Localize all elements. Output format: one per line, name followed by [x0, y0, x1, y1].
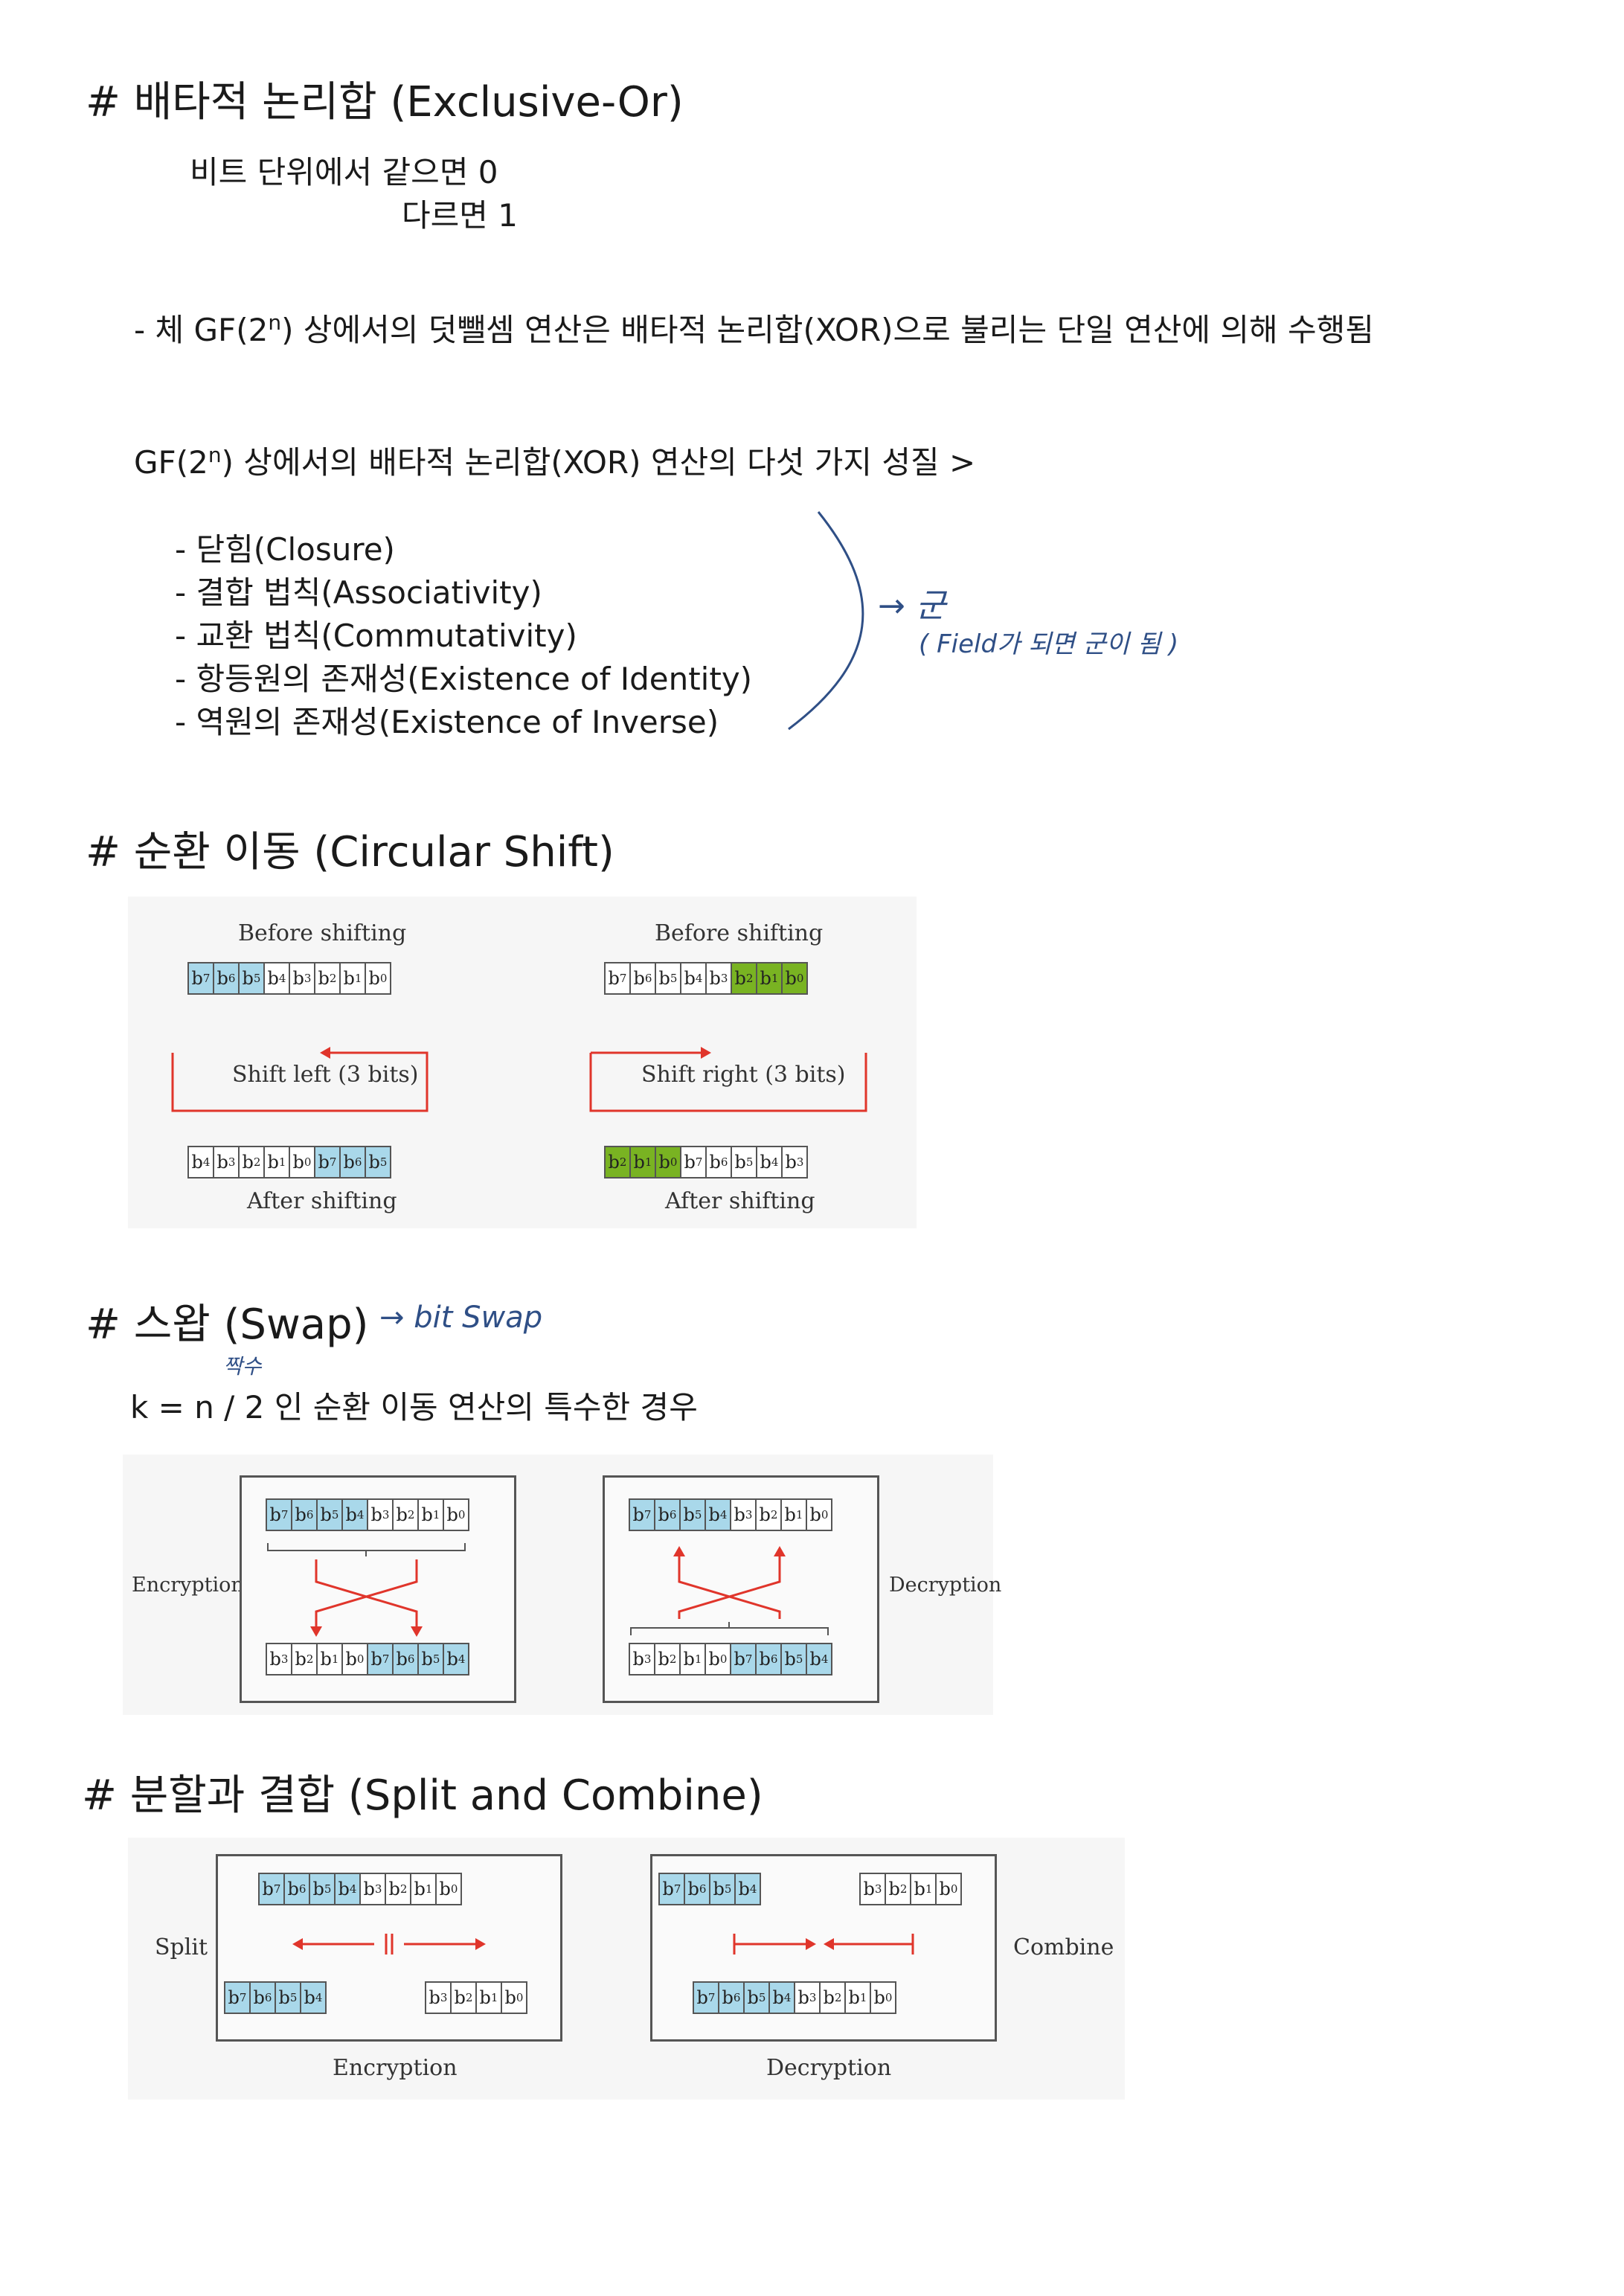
handnote-even: 짝수 [223, 1354, 262, 1379]
property-item: - 역원의 존재성(Existence of Inverse) [175, 704, 719, 740]
xor-properties-title: GF(2n) 상에서의 배타적 논리합(XOR) 연산의 다섯 가지 성질 > [134, 443, 976, 481]
before-shifting-right: Before shifting [655, 920, 824, 946]
swap-cross-arrows [630, 1546, 829, 1635]
combine-label: Combine [1013, 1934, 1114, 1960]
split-arrows [292, 1934, 486, 1955]
brace-annotation [788, 511, 864, 731]
property-item: - 결합 법칙(Associativity) [175, 574, 542, 611]
handnote-bit-swap: → bit Swap [379, 1301, 543, 1335]
shift-left-arrow [171, 1047, 429, 1112]
encryption-caption: Encryption [333, 2055, 458, 2081]
xor-rule-diff: 다르면 1 [402, 197, 518, 234]
property-item: - 닫힘(Closure) [175, 531, 395, 568]
handnote-field: ( Field가 되면 군이 됨 ) [919, 629, 1179, 659]
handnote-group: → 군 [878, 587, 946, 625]
swap-heading: # 스왑 (Swap) [86, 1301, 369, 1349]
swap-cross-arrows [267, 1543, 466, 1637]
xor-heading: # 배타적 논리합 (Exclusive-Or) [86, 78, 684, 126]
after-shifting-left: After shifting [247, 1188, 397, 1214]
xor-note: - 체 GF(2n) 상에서의 덧뺄셈 연산은 배타적 논리합(XOR)으로 불… [134, 310, 1374, 348]
decryption-label: Decryption [889, 1574, 1002, 1597]
encryption-label: Encryption [132, 1574, 244, 1597]
circular-shift-heading: # 순환 이동 (Circular Shift) [86, 828, 614, 876]
swap-description: k = n / 2 인 순환 이동 연산의 특수한 경우 [130, 1389, 698, 1426]
shift-left-label: Shift left (3 bits) [232, 1062, 419, 1088]
property-item: - 항등원의 존재성(Existence of Identity) [175, 661, 753, 697]
combine-arrows [733, 1934, 914, 1955]
xor-rule-same: 비트 단위에서 같으면 0 [190, 154, 498, 190]
after-shifting-right: After shifting [665, 1188, 815, 1214]
decryption-caption: Decryption [766, 2055, 892, 2081]
property-item: - 교환 법칙(Commutativity) [175, 618, 577, 654]
split-label: Split [155, 1934, 208, 1960]
split-combine-heading: # 분할과 결합 (Split and Combine) [82, 1771, 763, 1820]
before-shifting-left: Before shifting [238, 920, 407, 946]
shift-right-arrow [589, 1047, 867, 1112]
shift-right-label: Shift right (3 bits) [641, 1062, 846, 1088]
